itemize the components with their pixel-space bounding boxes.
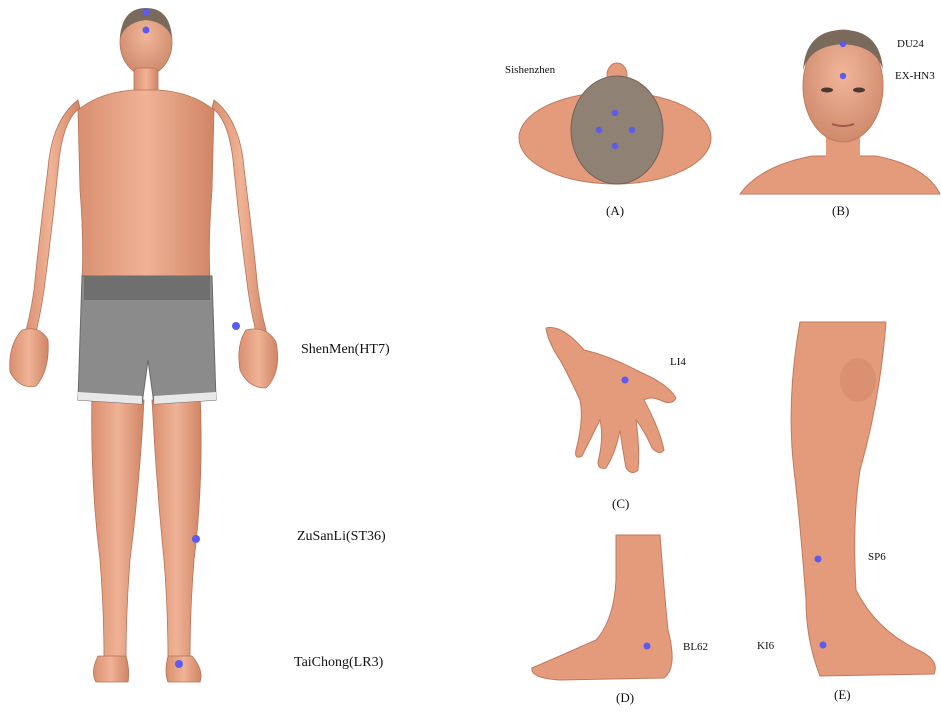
label-shenmen: ShenMen(HT7) — [301, 342, 390, 358]
point-crown — [143, 9, 150, 16]
body-right-arm — [212, 100, 270, 345]
panel-d-foot — [532, 535, 672, 680]
point-zusanli — [192, 535, 200, 543]
label-li4: LI4 — [670, 356, 686, 368]
point-taichong — [175, 660, 183, 668]
caption-e: (E) — [834, 687, 851, 703]
body-left-hand — [10, 329, 49, 387]
point-forehead — [143, 27, 150, 34]
label-exhn3: EX-HN3 — [895, 70, 935, 82]
body-shorts — [78, 276, 216, 404]
point-shenmen — [232, 322, 240, 330]
label-bl62: BL62 — [683, 641, 708, 653]
caption-d: (D) — [616, 690, 634, 706]
caption-a: (A) — [606, 203, 624, 219]
caption-c: (C) — [612, 496, 629, 512]
body-left-leg — [92, 390, 144, 660]
label-zusanli: ZuSanLi(ST36) — [297, 529, 386, 545]
body-left-foot — [93, 656, 128, 682]
label-ki6: KI6 — [757, 640, 774, 652]
body-torso — [78, 90, 214, 282]
body-right-leg — [152, 390, 201, 660]
panel-a-head-top — [519, 63, 711, 184]
panel-c-hand — [546, 327, 676, 472]
body-left-arm — [22, 100, 80, 345]
label-sishenzhen: Sishenzhen — [505, 64, 555, 76]
body-right-hand — [239, 329, 278, 388]
label-taichong: TaiChong(LR3) — [294, 655, 383, 671]
body-right-foot — [166, 656, 201, 682]
label-sp6: SP6 — [868, 551, 886, 563]
label-du24: DU24 — [897, 38, 924, 50]
panel-e-leg — [791, 322, 935, 676]
caption-b: (B) — [832, 203, 849, 219]
panel-b-face — [740, 30, 940, 194]
